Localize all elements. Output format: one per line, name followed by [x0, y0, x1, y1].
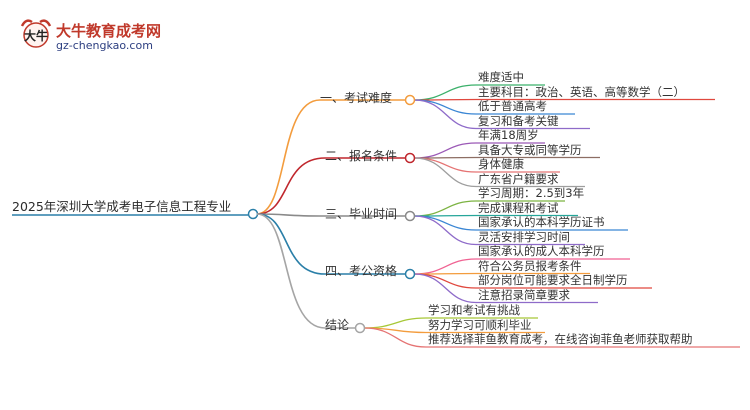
- leaf-label[interactable]: 注意招录简章要求: [478, 287, 570, 302]
- leaf-connector: [413, 273, 477, 304]
- brand-domain: gz-chengkao.com: [56, 39, 153, 52]
- branch-connector: [256, 213, 326, 217]
- leaf-connector: [413, 273, 477, 289]
- branch-node-dot: [404, 268, 416, 280]
- branch-label[interactable]: 三、毕业时间: [325, 207, 398, 221]
- brand-title: 大牛教育成考网: [56, 22, 162, 40]
- branch-node-dot: [404, 210, 416, 222]
- leaf-connector: [413, 157, 477, 173]
- leaf-label[interactable]: 部分岗位可能要求全日制学历: [478, 273, 628, 287]
- branch-node-dot: [404, 94, 416, 106]
- leaf-label[interactable]: 学习周期：2.5到3年: [478, 186, 585, 200]
- leaf-connector: [413, 99, 477, 130]
- leaf-connector: [413, 215, 477, 246]
- branch-connector: [256, 99, 321, 215]
- leaf-connector: [363, 317, 427, 329]
- logo-mark-text: 大牛: [24, 28, 48, 43]
- leaf-label[interactable]: 国家承认的成人本科学历: [478, 244, 605, 258]
- leaf-label[interactable]: 年满18周岁: [478, 128, 539, 142]
- leaf-label[interactable]: 符合公务员报考条件: [478, 258, 582, 273]
- leaf-label[interactable]: 低于普通高考: [478, 99, 547, 113]
- branch-label[interactable]: 二、报名条件: [325, 149, 398, 163]
- leaf-connector: [413, 99, 477, 115]
- leaf-connector: [413, 258, 477, 275]
- leaf-label[interactable]: 推荐选择菲鱼教育成考，在线咨询菲鱼老师获取帮助: [428, 332, 693, 346]
- leaf-connector: [413, 142, 477, 159]
- leaf-connector: [413, 157, 477, 188]
- leaf-label[interactable]: 努力学习可顺利毕业: [428, 317, 532, 332]
- root-node-dot: [247, 208, 259, 220]
- branch-connector: [256, 213, 326, 275]
- leaf-label[interactable]: 学习和考试有挑战: [428, 303, 520, 317]
- leaf-label[interactable]: 灵活安排学习时间: [478, 229, 570, 244]
- leaf-label[interactable]: 身体健康: [478, 157, 524, 171]
- branch-node-dot: [404, 152, 416, 164]
- branch-label[interactable]: 一、考试难度: [320, 91, 393, 105]
- branch-label[interactable]: 结论: [325, 318, 350, 332]
- leaf-label[interactable]: 完成课程和考试: [478, 200, 559, 215]
- leaf-label[interactable]: 广东省户籍要求: [478, 171, 559, 186]
- leaf-connector: [363, 327, 427, 348]
- branch-node-dot: [354, 322, 366, 334]
- mindmap-root[interactable]: 2025年深圳大学成考电子信息工程专业: [12, 199, 232, 214]
- branch-connector: [256, 157, 326, 215]
- branch-connector: [256, 213, 326, 329]
- leaf-label[interactable]: 主要科目：政治、英语、高等数学（二）: [478, 84, 685, 99]
- leaf-label[interactable]: 复习和备考关键: [478, 113, 559, 128]
- leaf-connector: [413, 200, 477, 217]
- leaf-label[interactable]: 难度适中: [478, 70, 524, 84]
- leaf-connector: [413, 215, 477, 231]
- branch-label[interactable]: 四、考公资格: [325, 264, 398, 278]
- leaf-label[interactable]: 国家承认的本科学历证书: [478, 215, 605, 229]
- leaf-connector: [413, 84, 477, 101]
- bull-logo-icon: 大牛: [20, 19, 52, 48]
- leaf-label[interactable]: 具备大专或同等学历: [478, 142, 582, 157]
